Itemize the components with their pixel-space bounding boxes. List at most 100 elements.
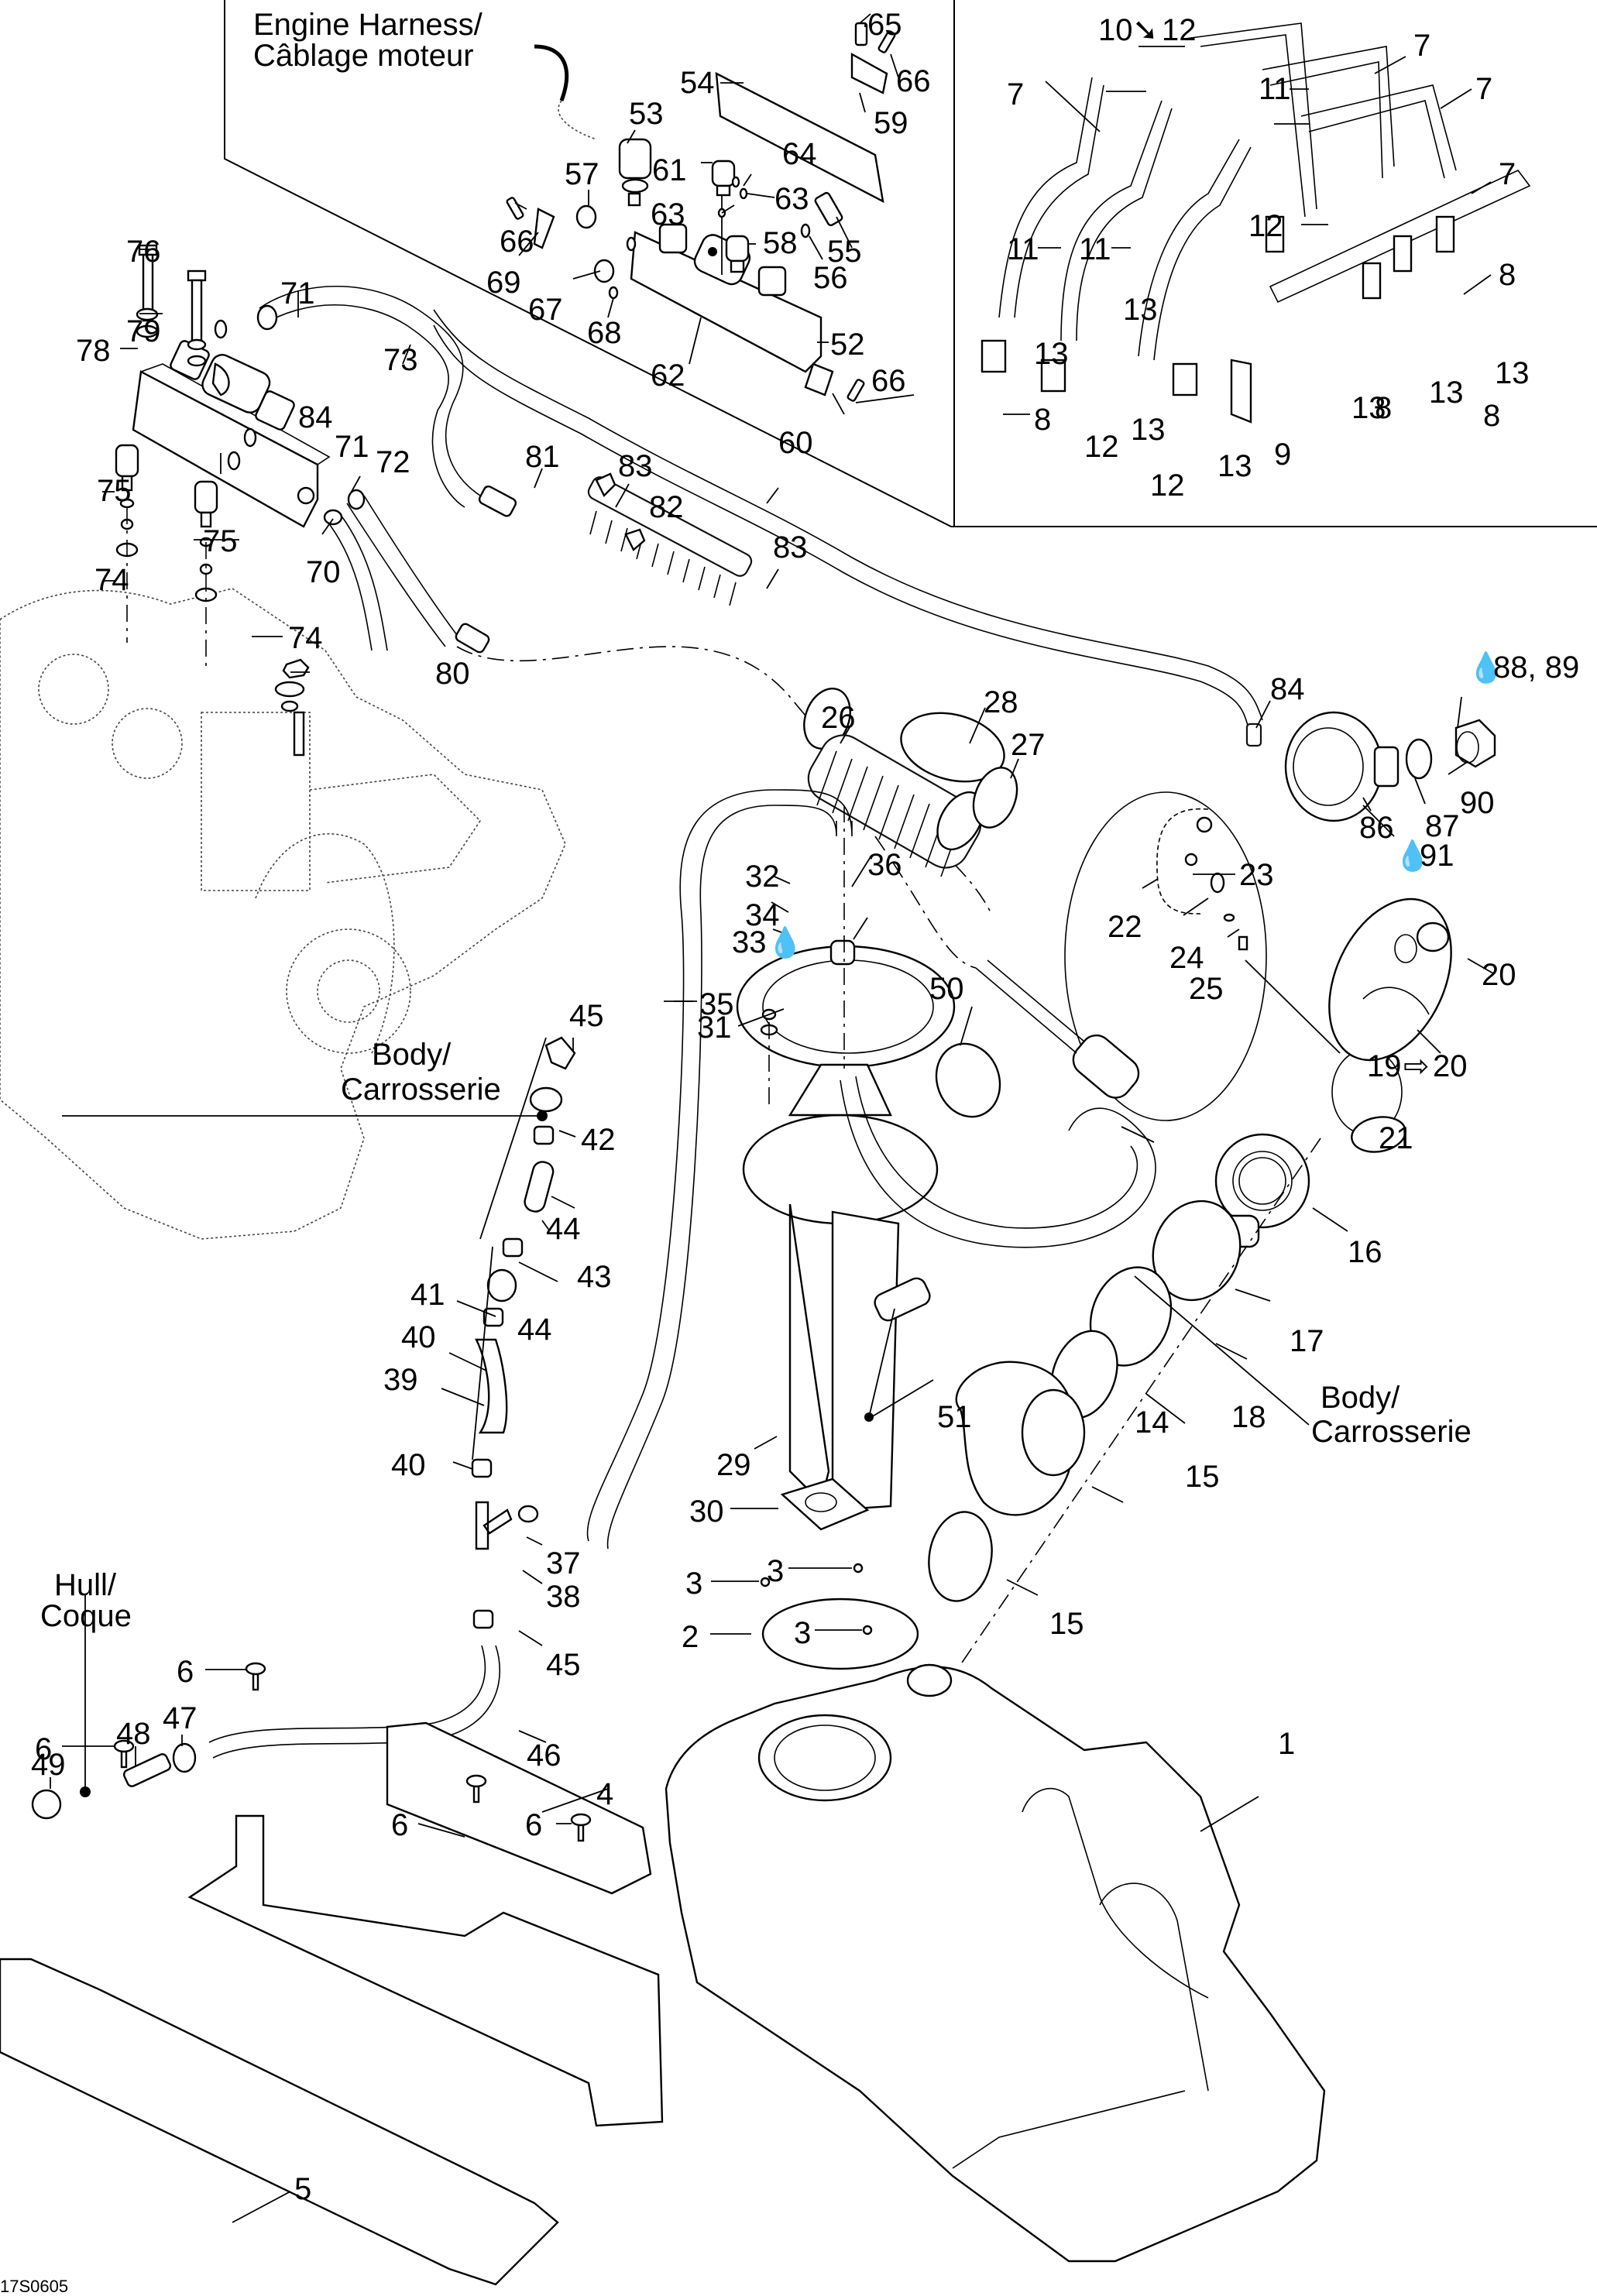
- vent-line-fittings: [31, 1036, 576, 1820]
- push-pin-6a: [245, 1662, 266, 1691]
- tether-detail-circle: [1064, 791, 1267, 1121]
- callout-12: 12: [1248, 209, 1283, 243]
- o-ring-64: [731, 176, 740, 188]
- callout-23: 23: [1239, 858, 1274, 892]
- push-pin-6d: [570, 1813, 592, 1842]
- regulator-58: [725, 235, 750, 273]
- callout-16: 16: [1348, 1235, 1382, 1269]
- callout-72: 72: [376, 445, 410, 479]
- callout-3: 3: [685, 1567, 702, 1601]
- plate-59: [850, 52, 888, 94]
- callout-33: 33: [732, 925, 767, 959]
- push-pin-6b: [113, 1739, 135, 1769]
- hose-73: [256, 285, 481, 508]
- callout-13: 13: [1495, 356, 1530, 390]
- callout-74: 74: [94, 563, 129, 597]
- callout-53: 53: [629, 97, 664, 131]
- callout-13: 13: [1034, 337, 1069, 371]
- corrugated-sleeve-82: [587, 476, 753, 606]
- callout-20: 20: [1482, 958, 1516, 992]
- callout-4: 4: [596, 1777, 613, 1811]
- filter-30: [780, 1477, 870, 1531]
- lubricant-drop-icon: 💧: [767, 925, 803, 959]
- washer: [187, 355, 207, 367]
- callout-27: 27: [1011, 728, 1046, 762]
- callout-50: 50: [929, 972, 964, 1006]
- callout-83: 83: [618, 449, 653, 483]
- push-pin-6c: [465, 1774, 487, 1804]
- fuel-tank-1: [665, 1663, 1326, 2263]
- callout-40: 40: [391, 1448, 426, 1482]
- vent-valve-86: [1284, 711, 1400, 822]
- callout-9: 9: [1274, 438, 1291, 472]
- hose-70: [323, 509, 388, 651]
- callout-56: 56: [813, 261, 848, 295]
- callout-13: 13: [1131, 413, 1166, 447]
- callout-84: 84: [298, 400, 333, 434]
- nut-90: [1454, 719, 1496, 768]
- nut-3c: [862, 1625, 873, 1635]
- callout-68: 68: [587, 316, 622, 350]
- clamp-15b: [928, 1511, 993, 1602]
- hose-81: [433, 309, 1263, 729]
- lock-ring-2: [761, 1598, 919, 1670]
- callout-6: 6: [525, 1808, 542, 1842]
- callout-61: 61: [652, 153, 687, 187]
- callout-39: 39: [383, 1363, 418, 1397]
- callout-51: 51: [937, 1400, 972, 1434]
- callout-44: 44: [546, 1212, 581, 1246]
- injector-75b: [194, 480, 218, 602]
- lubricant-drop-icon: 💧: [1394, 839, 1430, 873]
- callout-87: 87: [1425, 809, 1460, 843]
- callout-52: 52: [830, 328, 865, 362]
- note-line-1: Body/: [1321, 1381, 1400, 1415]
- callout-3: 3: [767, 1554, 784, 1588]
- callout-7: 7: [1007, 77, 1024, 112]
- callout-59: 59: [874, 106, 908, 140]
- callout-66: 66: [896, 64, 931, 98]
- callout-14: 14: [1135, 1405, 1169, 1440]
- callout-54: 54: [680, 66, 715, 100]
- o-ring-21: [1351, 1116, 1406, 1153]
- bracket-69: [533, 208, 555, 249]
- plug-20: [1416, 921, 1450, 952]
- callout-32: 32: [745, 860, 780, 894]
- callout-10: 10: [1098, 13, 1133, 47]
- callout-60: 60: [778, 426, 813, 460]
- callout-31: 31: [697, 1011, 732, 1045]
- callout-75: 75: [97, 474, 132, 508]
- callout-13: 13: [1123, 293, 1158, 327]
- fuel-pump-module-29: [742, 1063, 939, 1512]
- callout-71: 71: [280, 276, 315, 311]
- bolt-71: [187, 269, 207, 348]
- callout-81: 81: [525, 440, 560, 474]
- callout-46: 46: [527, 1738, 562, 1773]
- callout-74: 74: [288, 621, 323, 655]
- fuel-rail-inset-frame: [224, 0, 1597, 527]
- bracket-54: [715, 71, 884, 204]
- callout-28: 28: [984, 685, 1018, 719]
- callout-66: 66: [871, 364, 906, 398]
- callout-13: 13: [1351, 391, 1386, 425]
- callout-3: 3: [794, 1616, 811, 1650]
- callout-22: 22: [1108, 910, 1142, 944]
- note-line-2: Carrosserie: [1311, 1415, 1472, 1449]
- valve-61: [711, 160, 736, 197]
- callout-6: 6: [35, 1732, 52, 1766]
- body-note-left: Body/ Carrosserie: [341, 1038, 501, 1107]
- callout-90: 90: [1460, 786, 1495, 820]
- plate-60: [804, 362, 834, 396]
- callout-11: 11: [1079, 232, 1111, 266]
- screw-65: [854, 22, 868, 46]
- o-ring-63a: [739, 187, 748, 200]
- callout-55: 55: [827, 235, 862, 269]
- o-ring: [227, 451, 241, 471]
- o-ring-71b: [243, 427, 257, 448]
- callout-8: 8: [1034, 403, 1051, 437]
- washer: [187, 338, 207, 351]
- lubricant-drop-icon: 💧: [1468, 650, 1504, 685]
- hull-note: Hull/ Coque: [40, 1568, 132, 1633]
- nut-80: [274, 658, 310, 757]
- coil-84b: [1245, 722, 1262, 747]
- callout-42: 42: [581, 1123, 616, 1157]
